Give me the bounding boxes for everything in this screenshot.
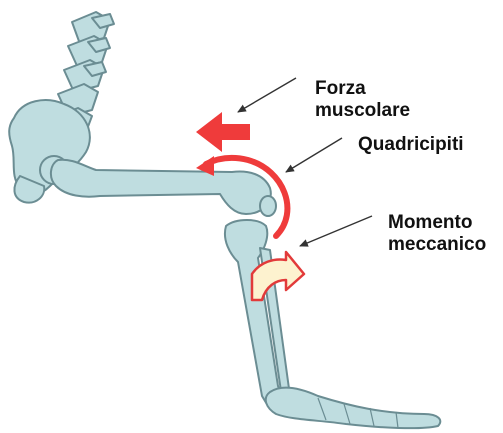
muscle-force-label: Forza muscolare <box>315 78 410 122</box>
quadriceps-leader-line <box>286 138 342 172</box>
moment-leader-line <box>300 216 372 246</box>
mechanical-moment-arrow <box>252 252 304 300</box>
femur <box>51 160 271 214</box>
mechanical-moment-label-line2: meccanico <box>388 234 486 256</box>
force-leader-line <box>238 78 296 112</box>
muscle-force-label-line1: Forza <box>315 78 410 100</box>
quadriceps-label: Quadricipiti <box>358 134 464 156</box>
mechanical-moment-label-line1: Momento <box>388 212 486 234</box>
foot <box>266 388 441 429</box>
muscle-force-arrow <box>196 112 250 152</box>
mechanical-moment-label: Momento meccanico <box>388 212 486 256</box>
muscle-force-label-line2: muscolare <box>315 100 410 122</box>
patella <box>260 196 276 216</box>
skeleton <box>9 12 440 428</box>
